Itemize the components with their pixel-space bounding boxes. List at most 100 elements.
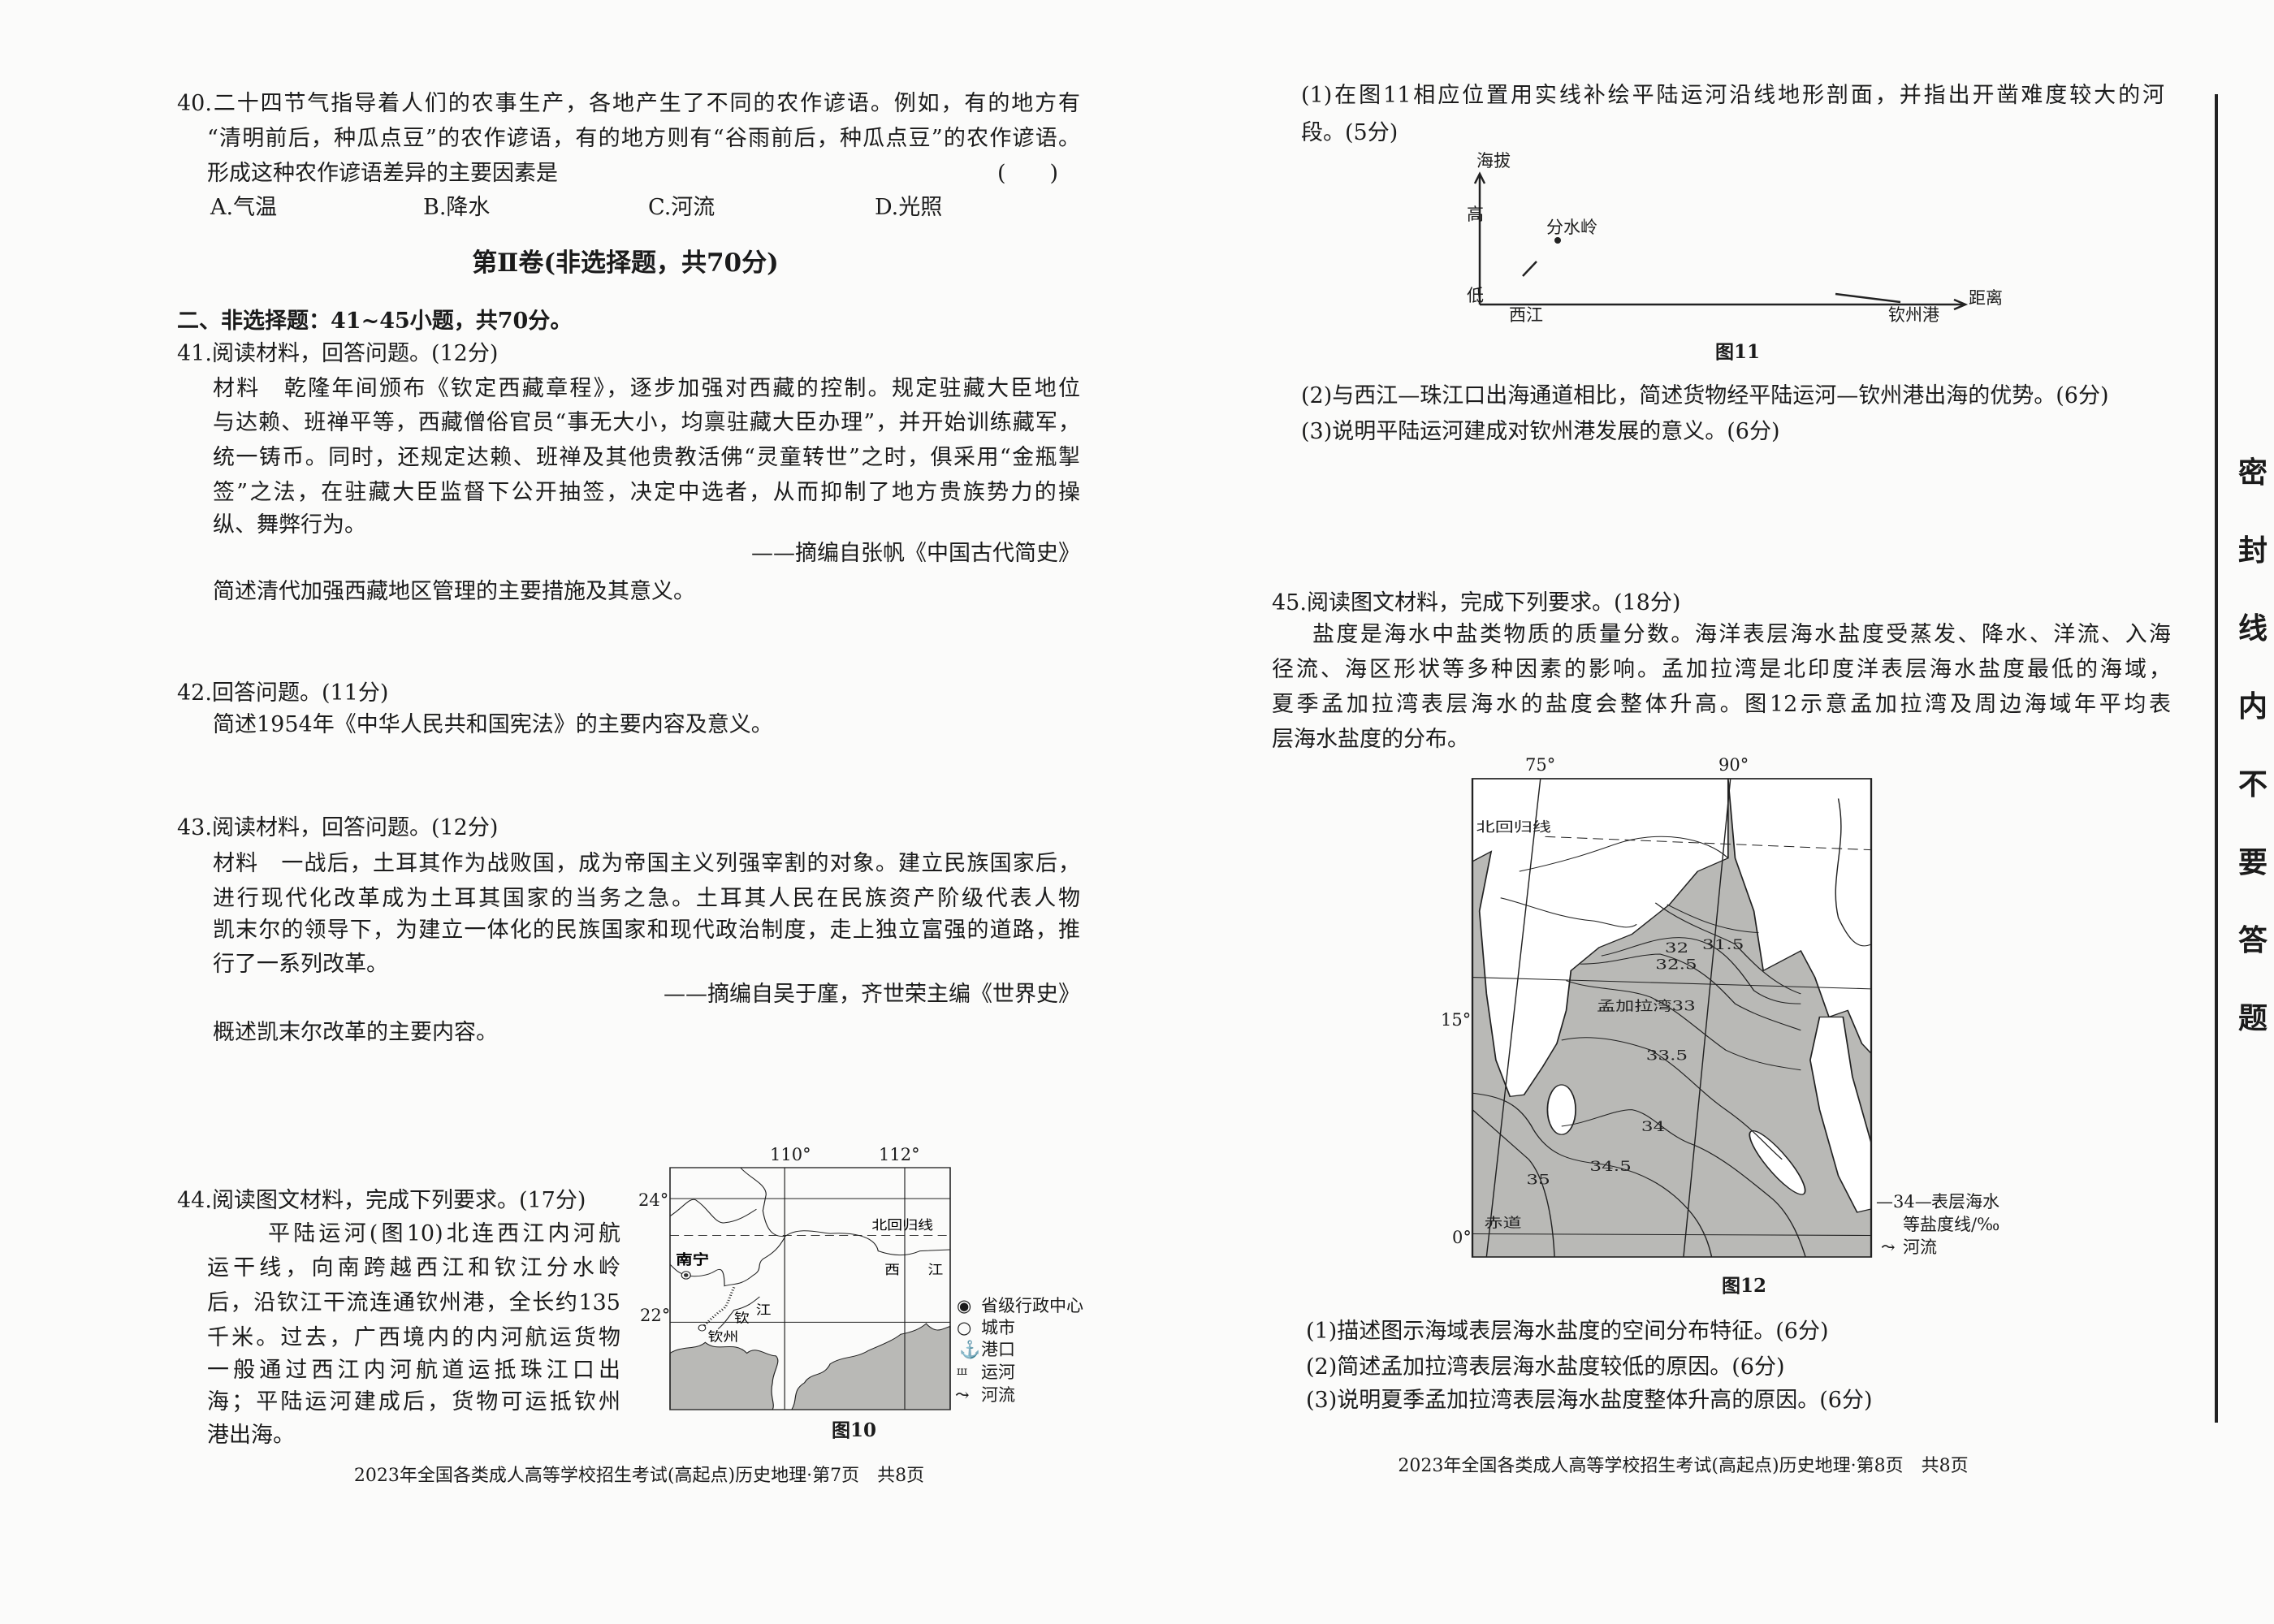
q43-material-line: 凯末尔的领导下，为建立一体化的民族国家和现代政治制度，走上独立富强的道路，推 [213,918,1080,943]
q41-source: ——摘编自张帆《中国古代简史》 [751,541,1080,566]
lon-label: 112° [879,1145,920,1164]
q45-line: 盐度是海水中盐类物质的质量分数。海洋表层海水盐度受蒸发、降水、洋流、入海 [1312,622,2171,647]
q44-line: 一般通过西江内河航道运抵珠江口出 [207,1358,620,1383]
figure-10-svg: 南宁 钦州 钦 江 北回归线 西 江 [669,1167,951,1410]
isoline-label: 33.5 [1646,1047,1688,1064]
tropic-label: 北回归线 [1476,819,1551,836]
parallel-15 [1472,977,1872,990]
q45-head: 45.阅读图文材料，完成下列要求。(18分) [1272,590,1681,615]
q40-line: 40.二十四节气指导着人们的农事生产，各地产生了不同的农作谚语。例如，有的地方有 [177,91,1080,116]
legend-item: 省级行政中心 [981,1296,1083,1315]
label-qinzhou: 钦州 [708,1330,739,1345]
legend-item: 港口 [981,1340,1015,1359]
q45-line: 层海水盐度的分布。 [1272,727,1469,752]
q45-line: 径流、海区形状等多种因素的影响。孟加拉湾是北印度洋表层海水盐度最低的海域， [1272,657,2171,682]
isoline-label: 34.5 [1589,1159,1631,1175]
isoline-33-5 [1561,1037,1783,1160]
lon-label: 110° [770,1145,811,1164]
seal-line [2215,94,2218,1423]
isoline-32 [1601,937,1801,1004]
high-label: 高 [1467,205,1484,224]
legend-item: 等盐度线/‰ [1903,1215,2000,1234]
river-legend-icon: ⤳ [955,1385,970,1405]
isoline-31-5 [1654,902,1801,995]
river [1835,798,1872,947]
q44-sub1: (1)在图11相应位置用实线补绘平陆运河沿线地形剖面，并指出开凿难度较大的河 [1301,83,2164,108]
isoline-32-5 [1580,953,1801,1031]
q45-sub2: (2)简述孟加拉湾表层海水盐度较低的原因。(6分) [1306,1354,1785,1380]
capital-legend-icon: ◉ [957,1296,972,1315]
label-jiang2: 江 [927,1263,943,1277]
q41-material-line: 与达赖、班禅平等，西藏僧俗官员“事无大小，均禀驻藏大臣办理”，并开始训练藏军， [213,410,1080,435]
q40-line: 形成这种农作谚语差异的主要因素是 [207,161,558,186]
start-label: 西江 [1509,305,1543,325]
q44-line: 港出海。 [207,1423,295,1448]
label-qin: 钦 [734,1311,750,1326]
x-arrow-icon [1953,298,1969,311]
land-malay [1809,1016,1872,1213]
seal-char: 答 [2237,923,2268,957]
option-a: A.气温 [210,195,278,220]
q45-sub1: (1)描述图示海域表层海水盐度的空间分布特征。(6分) [1306,1319,1829,1344]
footer-left: 2023年全国各类成人高等学校招生考试(高起点)历史地理·第7页 共8页 [353,1466,925,1486]
seal-char: 密 [2237,456,2268,490]
grid-line [670,1168,950,1410]
label-jiang: 江 [756,1303,772,1318]
figure-11-axes [1473,171,1969,311]
seal-char: 线 [2237,611,2268,646]
q41-material-line: 签”之法，在驻藏大臣监督下公开抽签，决定中选者，从而抑制了地方贵族势力的操 [213,480,1080,505]
profile-end-segment [1835,292,1901,304]
meridian-90 [1683,778,1731,1258]
isoline-label: 31.5 [1702,936,1744,952]
q41-question: 简述清代加强西藏地区管理的主要措施及其意义。 [213,579,695,604]
q42-question: 简述1954年《中华人民共和国宪法》的主要内容及意义。 [213,712,773,737]
y-axis-label: 海拔 [1476,151,1511,171]
figure-11-caption: 图11 [1715,341,1761,363]
q44-sub3: (3)说明平陆运河建成对钦州港发展的意义。(6分) [1301,419,1780,444]
seal-char: 内 [2237,689,2268,723]
seal-char: 不 [2237,767,2268,801]
q43-question: 概述凯末尔改革的主要内容。 [213,1020,498,1045]
isoline-33 [1566,980,1801,1071]
figure-12-caption: 图12 [1722,1275,1767,1297]
legend-item: 城市 [981,1318,1015,1337]
label-tropic: 北回归线 [871,1219,933,1233]
low-label: 低 [1467,286,1484,305]
capital-marker-dot [683,1273,689,1277]
x-axis-label: 距离 [1969,288,2003,308]
isoline-label: 34 [1641,1119,1665,1135]
q44-sub1-cont: 段。(5分) [1301,120,1399,145]
lat-label: 0° [1452,1228,1472,1247]
q42-head: 42.回答问题。(11分) [177,680,389,706]
q41-material-line: 纵、舞弊行为。 [213,512,366,538]
river-qinjiang [717,1296,760,1330]
q43-material-line: 行了一系列改革。 [213,952,388,977]
lon-label: 75° [1525,755,1556,775]
q44-line: 运干线，向南跨越西江和钦江分水岭 [207,1255,620,1281]
city-marker-icon [698,1324,707,1332]
q41-material-line: 材料 乾隆年间颁布《钦定西藏章程》，逐步加强对西藏的控制。规定驻藏大臣地位 [213,376,1080,401]
land-srilanka [1546,1084,1576,1135]
q43-head: 43.阅读材料，回答问题。(12分) [177,815,499,840]
isoline-label: 32 [1665,940,1688,957]
q44-line: 平陆运河(图10)北连西江内河航 [268,1221,620,1246]
section-title: 第Ⅱ卷(非选择题，共70分) [472,248,779,278]
isoline-label: 35 [1526,1172,1550,1188]
seal-char: 题 [2237,1001,2268,1035]
meridian-75 [1485,778,1541,1258]
lat-label: 22° [640,1306,671,1325]
footer-right: 2023年全国各类成人高等学校招生考试(高起点)历史地理·第8页 共8页 [1398,1456,1969,1476]
river-legend-icon: ⤳ [1881,1237,1896,1257]
option-c: C.河流 [648,195,715,220]
q43-source: ——摘编自吴于廑，齐世荣主编《世界史》 [664,982,1080,1007]
answer-bracket: ( ) [997,161,1059,186]
option-b: B.降水 [423,195,491,220]
q44-line: 海；平陆运河建成后，货物可运抵钦州 [207,1389,620,1415]
map-frame [669,1167,951,1410]
river-xijiang [740,1167,951,1256]
q44-line: 后，沿钦江干流连通钦州港，全长约135 [207,1290,620,1315]
equator-label: 赤道 [1484,1215,1521,1231]
equator-line [1472,1233,1872,1237]
river [669,1199,757,1224]
river [1500,897,1637,928]
